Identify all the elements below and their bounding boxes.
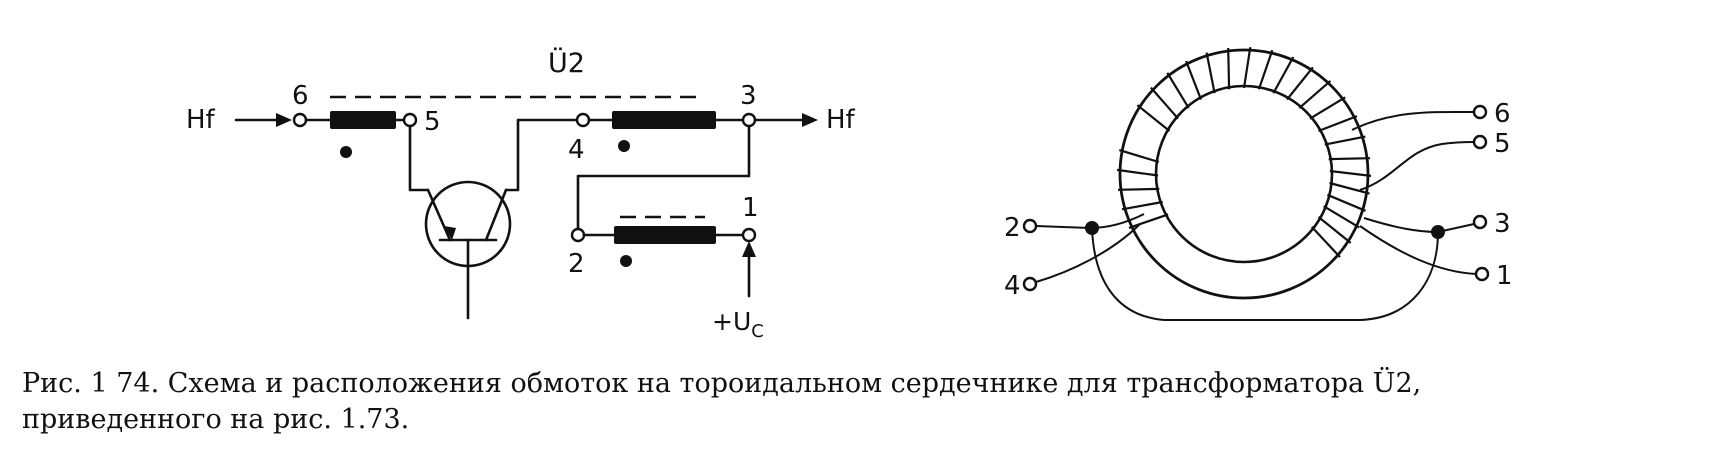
winding-turn xyxy=(1118,149,1160,164)
toroid-pin-label-6: 6 xyxy=(1494,99,1511,129)
terminal-4 xyxy=(575,112,591,128)
pin-label-1: 1 xyxy=(742,193,759,223)
winding-2-1 xyxy=(614,226,716,244)
caption-line-1: Рис. 1 74. Схема и расположения обмоток … xyxy=(22,368,1422,399)
winding-turn xyxy=(1117,187,1160,191)
pin-label-2: 2 xyxy=(568,249,585,279)
winding-turn xyxy=(1227,47,1231,90)
winding-turn xyxy=(1166,72,1190,109)
toroid-winding-turns xyxy=(1116,47,1372,258)
caption-line-2: приведенного на рис. 1.73. xyxy=(22,404,410,435)
pin-label-4: 4 xyxy=(568,135,585,165)
lead-3 xyxy=(1363,217,1475,234)
toroid-pin-label-3: 3 xyxy=(1494,209,1511,239)
toroid-pin-label-2: 2 xyxy=(1004,213,1021,243)
winding-turn xyxy=(1318,115,1358,133)
lead-5 xyxy=(1359,141,1475,191)
phase-dot-6-5 xyxy=(340,146,352,158)
pin-label-3: 3 xyxy=(740,81,757,111)
toroid-terminal-5 xyxy=(1472,134,1488,150)
toroid-diagram: 6 5 3 1 2 4 xyxy=(1004,47,1513,321)
pin-label-6: 6 xyxy=(292,81,309,111)
toroid-terminal-6 xyxy=(1472,104,1488,120)
pin-label-5: 5 xyxy=(424,107,441,137)
figure-caption: Рис. 1 74. Схема и расположения обмоток … xyxy=(22,366,1712,438)
winding-turn xyxy=(1242,47,1252,89)
winding-turn xyxy=(1309,96,1346,120)
schematic-diagram: Ü2 Hf Hf 6 5 xyxy=(186,47,856,342)
terminal-6 xyxy=(292,112,308,128)
terminal-3 xyxy=(741,112,757,128)
winding-4-3 xyxy=(612,111,716,129)
winding-turn xyxy=(1328,157,1371,161)
winding-turn xyxy=(1128,213,1169,229)
terminal-5 xyxy=(402,112,418,128)
wire-collector-to-4 xyxy=(504,118,579,192)
winding-turn xyxy=(1121,200,1163,211)
winding-turn xyxy=(1324,135,1366,146)
transistor xyxy=(424,180,512,320)
transformer-label: Ü2 xyxy=(548,47,585,79)
winding-turn xyxy=(1317,216,1352,244)
lead-4 xyxy=(1035,223,1141,283)
toroid-pin-label-5: 5 xyxy=(1494,129,1511,159)
toroid-terminal-2 xyxy=(1022,218,1038,234)
lead-1 xyxy=(1359,225,1477,275)
winding-turn xyxy=(1136,104,1171,132)
winding-turn xyxy=(1298,80,1332,109)
lead-loop-bottom xyxy=(1091,227,1439,321)
wire-3-to-2 xyxy=(576,124,751,231)
wire-5-to-base xyxy=(408,124,430,192)
winding-turn xyxy=(1257,49,1274,90)
hf-output-label: Hf xyxy=(826,105,856,135)
toroid-terminal-1 xyxy=(1474,266,1490,282)
winding-turn xyxy=(1272,56,1295,94)
lead-6 xyxy=(1351,110,1475,131)
supply-label-subscript: C xyxy=(751,321,764,342)
toroid-terminal-4 xyxy=(1022,276,1038,292)
toroid-core-inner xyxy=(1154,84,1334,264)
winding-turn xyxy=(1150,86,1179,120)
terminal-1 xyxy=(741,227,757,243)
winding-turn xyxy=(1323,205,1360,229)
winding-turn xyxy=(1329,181,1370,195)
hf-input-label: Hf xyxy=(186,105,216,135)
winding-turn xyxy=(1310,226,1341,258)
toroid-pin-label-1: 1 xyxy=(1496,261,1513,291)
winding-6-5 xyxy=(330,111,396,129)
toroid-core-outer xyxy=(1118,48,1370,300)
toroid-terminal-3 xyxy=(1472,214,1488,230)
hf-output-arrow xyxy=(753,113,818,127)
winding-turn xyxy=(1205,52,1216,94)
supply-label: +UC xyxy=(712,307,764,342)
winding-turn xyxy=(1286,66,1314,101)
hf-input-arrow xyxy=(234,113,292,127)
winding-turn xyxy=(1185,60,1203,100)
figure: Ü2 Hf Hf 6 5 xyxy=(186,47,1513,342)
terminal-2 xyxy=(570,227,586,243)
winding-turn xyxy=(1116,168,1159,177)
winding-turn xyxy=(1326,193,1366,212)
phase-dot-2-1 xyxy=(620,255,632,267)
toroid-pin-label-4: 4 xyxy=(1004,271,1021,301)
supply-arrow xyxy=(742,241,756,298)
winding-turn xyxy=(1329,169,1372,177)
phase-dot-4-3 xyxy=(618,140,630,152)
